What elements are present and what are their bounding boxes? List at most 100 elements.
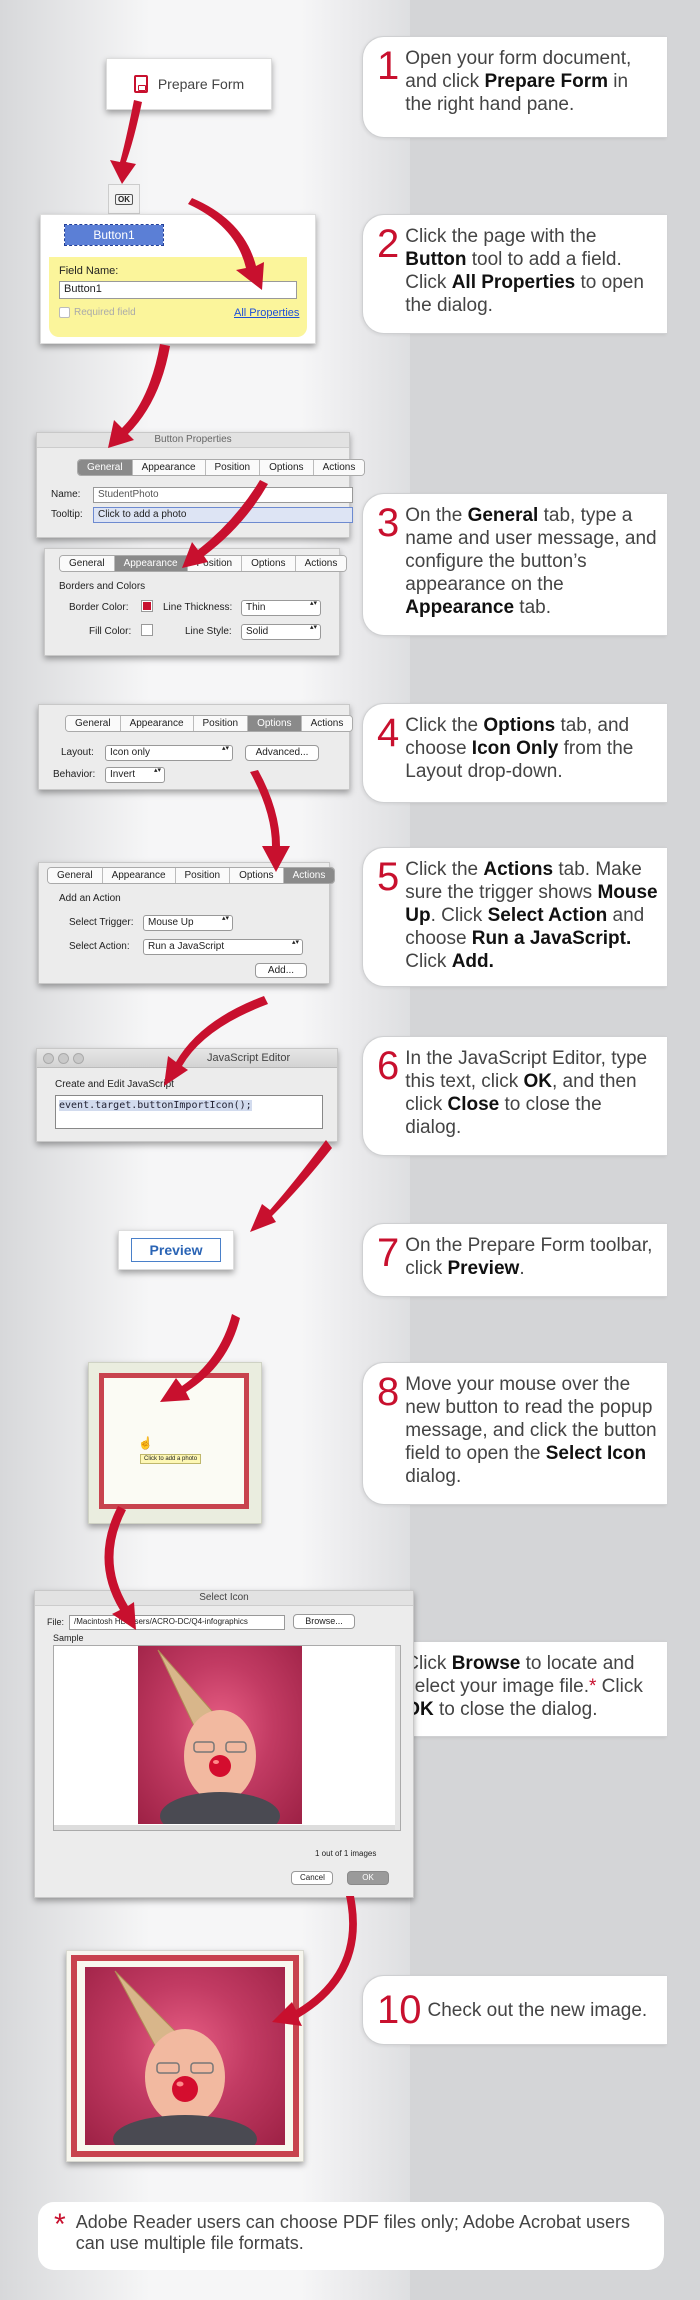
browse-button[interactable]: Browse...: [293, 1614, 355, 1629]
step-number: 6: [377, 1044, 400, 1088]
action-select[interactable]: Run a JavaScript: [143, 939, 303, 955]
tab-options[interactable]: Options: [260, 460, 314, 475]
step-text: On the Prepare Form toolbar, click Previ…: [405, 1235, 653, 1279]
border-color-fill: [143, 602, 151, 610]
field-name-label: Field Name:: [59, 265, 119, 277]
step-number: 5: [377, 855, 400, 899]
tab-actions[interactable]: Actions: [313, 460, 365, 475]
field-name-popup: Field Name: Button1 Required field All P…: [49, 257, 307, 337]
tab-appearance[interactable]: Appearance: [102, 868, 176, 883]
image-count: 1 out of 1 images: [315, 1849, 377, 1858]
options-tab-panel: General Appearance Position Options Acti…: [38, 704, 354, 790]
tab-general[interactable]: General: [78, 460, 133, 475]
zoom-window-icon[interactable]: [73, 1053, 84, 1064]
image-frame: [71, 1955, 299, 2157]
line-thickness-select[interactable]: Thin: [241, 600, 321, 616]
step-text: Move your mouse over the new button to r…: [405, 1374, 657, 1487]
tab-position[interactable]: Position: [187, 556, 243, 571]
vertical-scrollbar[interactable]: [395, 1646, 400, 1830]
border-color-label: Border Color:: [69, 602, 129, 613]
tab-options[interactable]: Options: [242, 556, 296, 571]
fill-color-label: Fill Color:: [89, 626, 132, 637]
close-window-icon[interactable]: [43, 1053, 54, 1064]
required-field-checkbox[interactable]: Required field: [59, 307, 136, 318]
tab-options[interactable]: Options: [230, 868, 284, 883]
step-text: Click the Options tab, and choose Icon O…: [405, 715, 634, 782]
tab-position[interactable]: Position: [193, 716, 249, 731]
tab-general[interactable]: General: [66, 716, 121, 731]
tab-actions[interactable]: Actions: [295, 556, 347, 571]
footnote: * Adobe Reader users can choose PDF file…: [38, 2202, 664, 2270]
ok-button[interactable]: OK: [347, 1871, 389, 1885]
button-tool-icon[interactable]: OK: [108, 184, 140, 214]
tab-actions[interactable]: Actions: [283, 868, 335, 883]
step-number: 3: [377, 501, 400, 545]
layout-select[interactable]: Icon only: [105, 745, 233, 761]
step-number: 10: [377, 1988, 422, 2032]
action-label: Select Action:: [69, 941, 130, 952]
add-button[interactable]: Add...: [255, 963, 307, 978]
pointer-cursor-icon: ☝: [138, 1436, 153, 1450]
tab-general[interactable]: General: [48, 868, 103, 883]
horizontal-scrollbar[interactable]: [54, 1825, 400, 1830]
behavior-select[interactable]: Invert: [105, 767, 165, 783]
borders-heading: Borders and Colors: [59, 581, 146, 592]
name-input[interactable]: StudentPhoto: [93, 487, 353, 503]
file-label: File:: [47, 1617, 65, 1627]
tab-appearance[interactable]: Appearance: [120, 716, 194, 731]
border-color-swatch[interactable]: [141, 600, 153, 612]
tooltip-input[interactable]: Click to add a photo: [93, 507, 353, 523]
all-properties-link[interactable]: All Properties: [234, 307, 300, 319]
tab-options[interactable]: Options: [248, 716, 302, 731]
trigger-label: Select Trigger:: [69, 917, 134, 928]
minimize-window-icon[interactable]: [58, 1053, 69, 1064]
properties-tabs: General Appearance Position Options Acti…: [77, 459, 366, 476]
step-text: Click the page with the Button tool to a…: [405, 226, 644, 316]
line-style-label: Line Style:: [185, 626, 232, 637]
tab-appearance[interactable]: Appearance: [114, 556, 188, 571]
tab-position[interactable]: Position: [175, 868, 231, 883]
appearance-tab-panel: General Appearance Position Options Acti…: [44, 548, 348, 656]
preview-toolbar: Preview: [118, 1230, 234, 1270]
select-icon-dialog: Select Icon File: /Macintosh HD/Users/AC…: [34, 1590, 414, 1898]
step-number: 2: [377, 222, 400, 266]
step-text: In the JavaScript Editor, type this text…: [405, 1048, 648, 1138]
button-properties-dialog: Button Properties General Appearance Pos…: [36, 432, 366, 538]
button1-field[interactable]: Button1: [64, 224, 164, 246]
trigger-select[interactable]: Mouse Up: [143, 915, 233, 931]
tab-appearance[interactable]: Appearance: [132, 460, 206, 475]
step-number: 1: [377, 44, 400, 88]
footnote-text: Adobe Reader users can choose PDF files …: [75, 2212, 631, 2253]
clown-illustration: [157, 1649, 280, 1824]
fill-color-swatch[interactable]: [141, 624, 153, 636]
field-name-input[interactable]: Button1: [59, 281, 297, 299]
tab-actions[interactable]: Actions: [301, 716, 353, 731]
step-text: Check out the new image.: [427, 1999, 648, 2021]
image-button-field[interactable]: ☝ Click to add a photo: [99, 1373, 249, 1509]
clown-photo: [138, 1646, 302, 1824]
tab-general[interactable]: General: [60, 556, 115, 571]
final-image-button: [66, 1950, 304, 2162]
button-field-canvas: Button1 Field Name: Button1 Required fie…: [40, 214, 316, 344]
code-textarea[interactable]: event.target.buttonImportIcon();: [55, 1095, 323, 1129]
actions-tabs: General Appearance Position Options Acti…: [47, 867, 336, 884]
prepare-form-tool[interactable]: Prepare Form: [106, 58, 272, 110]
title-bar: JavaScript Editor: [37, 1049, 337, 1068]
file-path-input[interactable]: /Macintosh HD/Users/ACRO-DC/Q4-infograph…: [69, 1615, 285, 1630]
preview-button[interactable]: Preview: [130, 1238, 222, 1262]
cancel-button[interactable]: Cancel: [291, 1871, 333, 1885]
step-text: Click the Actions tab. Make sure the tri…: [405, 859, 658, 972]
behavior-label: Behavior:: [53, 769, 96, 780]
final-clown-photo: [85, 1967, 285, 2145]
appearance-tabs: General Appearance Position Options Acti…: [59, 555, 348, 572]
step-number: 7: [377, 1231, 400, 1275]
line-style-select[interactable]: Solid: [241, 624, 321, 640]
advanced-button[interactable]: Advanced...: [245, 745, 319, 761]
tab-position[interactable]: Position: [205, 460, 261, 475]
line-thickness-label: Line Thickness:: [163, 602, 233, 613]
